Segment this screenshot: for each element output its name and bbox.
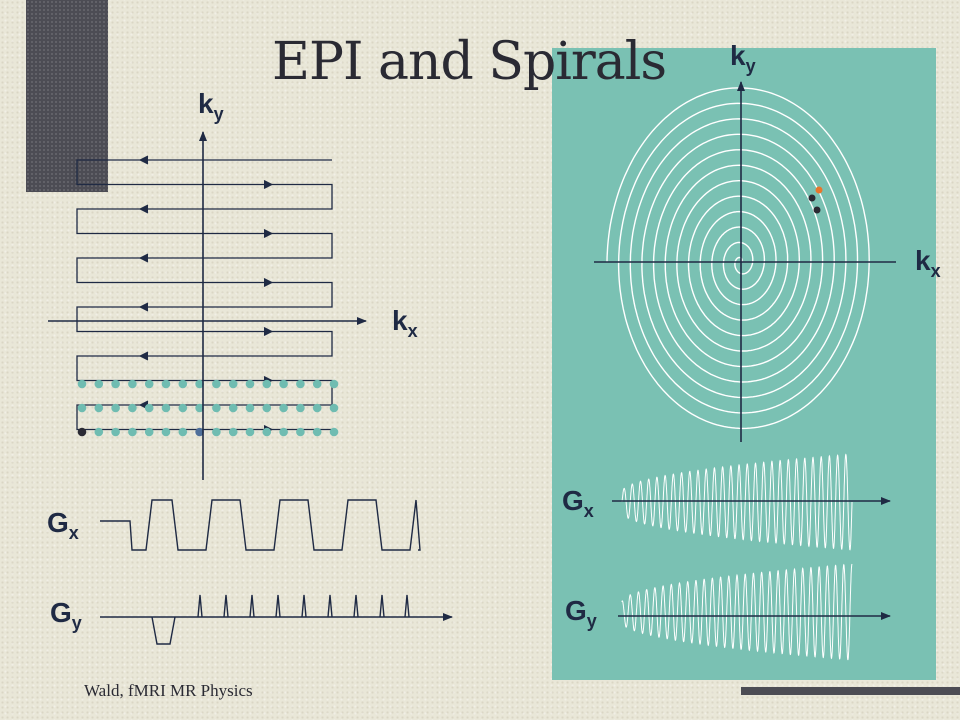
epi-sample-dot (178, 379, 188, 389)
spiral-panel (552, 48, 936, 680)
footer-credit: Wald, fMRI MR Physics (84, 681, 253, 700)
epi-sample-dot (144, 379, 154, 389)
epi-sample-dot (94, 379, 104, 389)
epi-sample-dot (111, 403, 120, 413)
epi-sample-dot (329, 379, 339, 389)
epi-sample-dot (296, 427, 305, 437)
epi-sample-dot (245, 379, 255, 389)
spiral-gy-waveform (621, 563, 853, 661)
epi-raster-trajectory (76, 155, 333, 434)
epi-sample-dot (296, 403, 305, 413)
epi-ky-label: ky (198, 88, 224, 124)
epi-sample-dot (195, 403, 204, 413)
epi-sample-dot (312, 427, 322, 437)
epi-direction-arrow (138, 155, 149, 165)
spiral-diagram: ky kx Gx Gy (562, 40, 941, 661)
epi-sample-dot (262, 427, 272, 437)
epi-direction-arrow (138, 204, 149, 214)
epi-sample-dot (144, 427, 154, 437)
spiral-trajectory (606, 87, 870, 430)
epi-sample-dot (245, 403, 255, 413)
spiral-sample-point (808, 194, 816, 202)
epi-raster-line (76, 159, 333, 431)
epi-gy-waveform (151, 594, 410, 645)
epi-kx-label: kx (392, 305, 418, 341)
epi-sample-dot (329, 427, 339, 437)
epi-gx-waveform (100, 499, 421, 551)
epi-sample-dot (161, 427, 171, 437)
epi-sample-dot (212, 427, 221, 437)
epi-direction-arrow (138, 302, 149, 312)
epi-sample-dot (212, 379, 221, 389)
spiral-gx-label: Gx (562, 485, 594, 521)
epi-sample-dot (279, 403, 288, 413)
epi-direction-arrow (138, 253, 149, 263)
epi-sample-dot (329, 403, 339, 413)
spiral-current-sample (815, 186, 823, 194)
epi-sample-dot (212, 403, 221, 413)
epi-sample-dot (94, 403, 104, 413)
epi-sample-dot (161, 379, 171, 389)
epi-sample-dot (312, 403, 322, 413)
epi-sample-dot (195, 427, 204, 437)
spiral-gy-label: Gy (565, 595, 597, 631)
epi-sample-dot (279, 379, 288, 389)
epi-sample-dot (128, 379, 137, 389)
epi-sample-dot (161, 403, 171, 413)
epi-direction-arrow (138, 351, 149, 361)
epi-sample-dot (228, 403, 238, 413)
decorative-bar (741, 687, 960, 695)
epi-sample-dot (128, 403, 137, 413)
epi-sample-dot (128, 427, 137, 437)
epi-sample-dot (77, 427, 87, 437)
spiral-gx-waveform (621, 453, 853, 551)
epi-diagram: ky kx Gx Gy (47, 88, 453, 645)
epi-sample-dot (279, 427, 288, 437)
epi-sample-dot (111, 427, 120, 437)
epi-direction-arrow (263, 327, 274, 336)
epi-gy-label: Gy (50, 597, 82, 633)
epi-sample-dot (178, 403, 188, 413)
epi-sample-dot (94, 427, 104, 437)
epi-direction-arrow (263, 180, 274, 189)
decorative-block (26, 0, 108, 192)
epi-sample-dot (262, 379, 272, 389)
epi-sample-dot (111, 379, 120, 389)
epi-direction-arrow (263, 229, 274, 238)
epi-sample-dot (312, 379, 322, 389)
epi-sample-dot (296, 379, 305, 389)
epi-sample-dot (245, 427, 255, 437)
epi-direction-arrow (263, 278, 274, 287)
epi-gx-label: Gx (47, 507, 79, 543)
epi-sample-dot (228, 379, 238, 389)
slide-title: EPI and Spirals (272, 32, 667, 92)
epi-sample-dot (77, 403, 87, 413)
spiral-kx-label: kx (915, 245, 941, 281)
epi-sample-dot (178, 427, 188, 437)
epi-sample-dot (262, 403, 272, 413)
spiral-sample-point (813, 206, 821, 214)
epi-sample-dot (195, 379, 204, 389)
epi-sample-dot (77, 379, 87, 389)
epi-sample-dot (228, 427, 238, 437)
epi-sample-dot (144, 403, 154, 413)
epi-sample-points (77, 379, 339, 437)
spiral-ky-label: ky (730, 40, 756, 76)
